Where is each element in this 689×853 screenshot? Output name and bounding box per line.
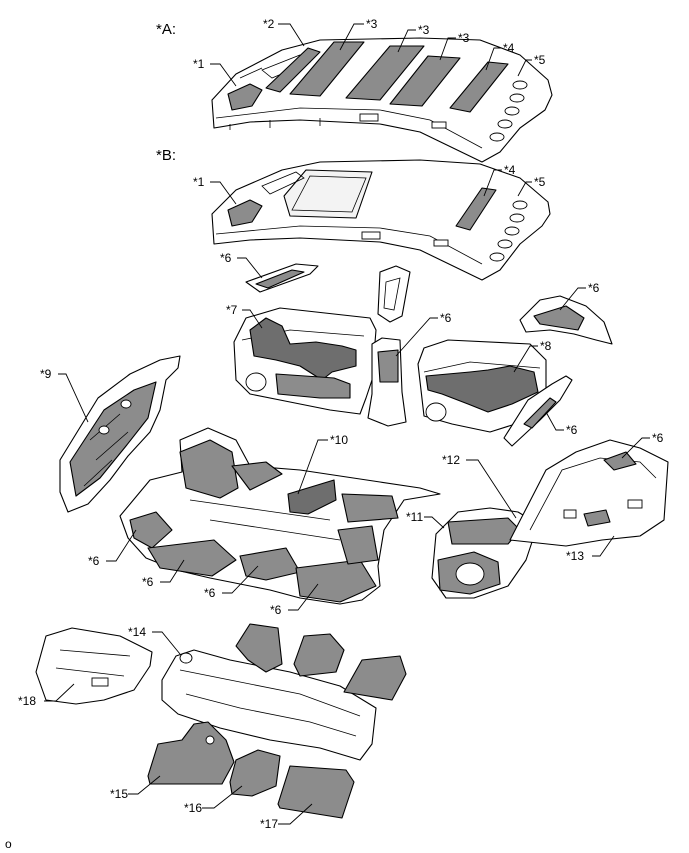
callout-13: *13 [566,549,584,563]
center-floor-silencer-left [35,627,153,705]
pad-1-b [227,199,263,227]
callout-1: *1 [193,175,205,189]
luggage-floor-silencer [509,439,669,547]
section-b-callouts: *1 *4 *5 [193,163,546,205]
tunnel-silencer [161,649,377,761]
pad-3-a [289,41,365,97]
section-a-callouts: *1 *2 *3 *3 *3 *4 *5 [193,17,546,87]
callout-2: *2 [263,17,275,31]
callout-4: *4 [503,41,515,55]
rear-pillar-trim [519,295,613,345]
sunroof-opening [283,169,373,219]
section-a-label: *A: [156,21,176,38]
callout-3: *3 [366,17,378,31]
silencer-pad-row2 [147,721,355,819]
callout-6: *6 [204,586,216,600]
callout-9: *9 [40,367,52,381]
callout-8: *8 [540,339,552,353]
callout-16: *16 [184,801,202,815]
silencer-pad-row1 [235,623,407,701]
floor-carpet [119,427,441,605]
pad-3-c [389,55,461,107]
callout-18: *18 [18,694,36,708]
callout-12: *12 [442,453,460,467]
callout-6: *6 [220,251,232,265]
callout-15: *15 [110,787,128,801]
room-mirror-cover [377,265,411,323]
dash-panel-silencer [59,355,181,513]
callout-11: *11 [406,510,423,524]
callout-3: *3 [418,23,430,37]
headliner-b [211,159,551,281]
callout-6: *6 [440,311,452,325]
footer-mark: o [5,837,12,851]
pad-1-a [227,83,263,111]
pad-4-a [449,61,509,113]
callout-1: *1 [193,57,205,71]
front-door-trim [233,307,377,415]
callout-6: *6 [270,603,282,617]
callout-10: *10 [330,433,348,447]
section-b-label: *B: [156,147,176,164]
callout-6: *6 [588,281,600,295]
pad-2 [265,47,321,93]
callout-5: *5 [534,53,546,67]
callout-6: *6 [142,575,154,589]
rear-side-silencer [431,507,539,599]
callout-7: *7 [226,303,238,317]
quarter-trim [503,375,573,447]
callout-17: *17 [260,817,278,831]
callout-6: *6 [88,554,100,568]
front-pillar-pad [245,263,319,293]
callout-6: *6 [566,423,578,437]
headliner-a [211,37,553,163]
callout-4: *4 [504,163,516,177]
callout-5: *5 [534,175,546,189]
callout-3: *3 [458,31,470,45]
callout-14: *14 [128,625,146,639]
rear-door-trim [417,339,547,433]
pad-4-b [455,187,497,231]
pad-3-b [345,45,425,101]
callout-6: *6 [652,431,664,445]
center-pillar-trim [367,337,407,427]
